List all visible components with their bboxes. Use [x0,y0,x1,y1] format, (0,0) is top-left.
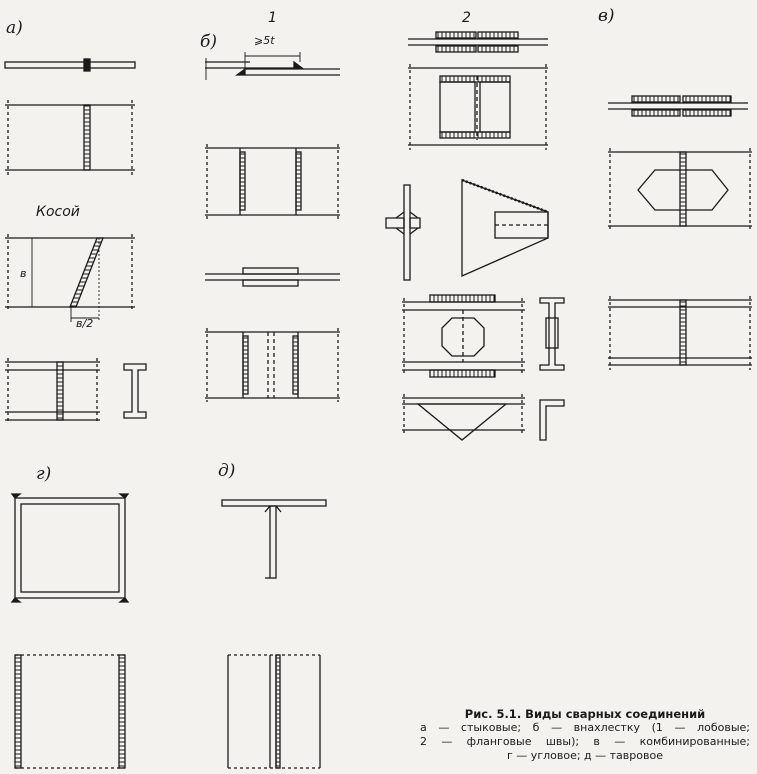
i-beam-section [123,363,147,419]
label-1: 1 [268,10,277,26]
caption-title: Рис. 5.1. Виды сварных соединений [464,707,706,721]
butt-weld-plan [83,104,91,171]
caption-line-1: а — стыковые; б — внахлестку (1 — лобовы… [420,721,750,734]
caption-line-2: 2 — фланговые швы); в — комбинированные; [420,735,750,748]
label-v: в) [598,6,615,26]
label-b: б) [200,32,217,52]
group-g-corner-joint [10,493,130,769]
plate-section [4,61,136,69]
figure-caption: Рис. 5.1. Виды сварных соединений а — ст… [420,707,750,763]
oblique-weld [69,237,104,308]
label-2: 2 [462,10,471,26]
group-2-flank-welds [385,31,565,441]
group-v-combined-joints [608,95,752,370]
label-kosoy: Косой [36,204,80,220]
butt-weld-section [83,58,91,72]
dim-b: в [20,267,26,280]
group-b-lap-joints [205,52,340,402]
group-d-tee-joint [221,499,327,769]
label-d: д) [218,461,235,481]
caption-line-3: г — угловое; д — тавровое [507,749,663,762]
label-g: г) [36,464,51,484]
dim-5t: ⩾5t [254,34,275,47]
group-a-butt-joints [4,58,147,424]
dim-b-half: в/2 [76,317,93,330]
label-a: а) [6,18,23,38]
